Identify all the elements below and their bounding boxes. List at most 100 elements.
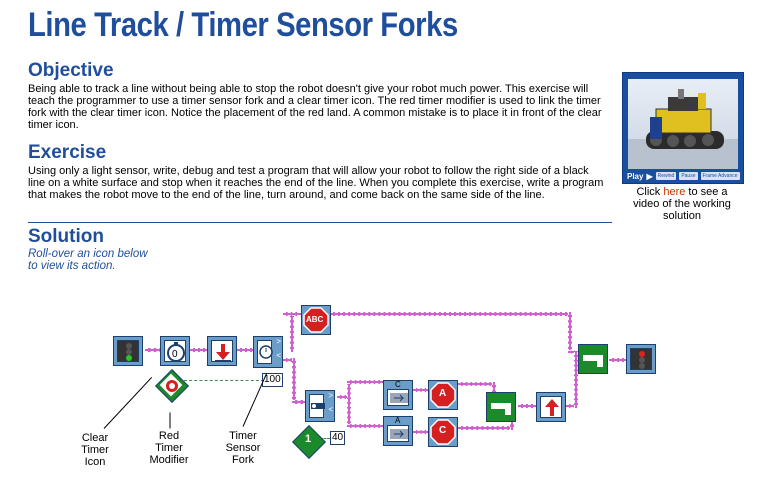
wire-segment [568, 312, 572, 352]
light-sensor-icon [309, 394, 325, 418]
svg-text:0: 0 [172, 349, 178, 360]
stop-sign-icon [303, 307, 329, 333]
page-title: Line Track / Timer Sensor Forks [28, 6, 458, 44]
motor-brick-icon [387, 425, 409, 442]
wire-segment [145, 348, 165, 352]
callout-line: Icon [84, 456, 106, 468]
callout-line: Fork [232, 454, 254, 466]
red-land-icon[interactable] [578, 344, 608, 374]
up-arrow-icon [540, 396, 562, 418]
stop-c-label: C [439, 425, 447, 436]
callout-line: Sensor [225, 442, 261, 454]
light-modifier-label: 1 [305, 433, 312, 445]
wire-segment [292, 400, 306, 404]
video-caption: Click here to see a video of the working… [622, 186, 742, 222]
rollover-hint-line1: Roll-over an icon below [28, 248, 148, 260]
modifier-link [320, 438, 330, 439]
callout-timer-fork: Timer Sensor Fork [218, 430, 268, 466]
red-alarm-icon [166, 380, 178, 392]
light-value[interactable]: 40 [330, 431, 346, 445]
wire-segment [190, 348, 208, 352]
wire-segment [609, 358, 627, 362]
callout-clear-timer: Clear Timer Icon [72, 432, 118, 468]
solution-heading: Solution [28, 226, 104, 247]
fork-less-label: < [276, 351, 281, 360]
stop-a-icon[interactable]: A [428, 380, 458, 410]
wire-segment [290, 312, 294, 352]
rewind-button[interactable]: Rewind [655, 172, 677, 180]
wire-segment [458, 426, 512, 430]
callout-leader-red-timer [169, 412, 171, 429]
exercise-text: Using only a light sensor, write, debug … [28, 165, 604, 201]
callout-line: Clear [81, 432, 109, 444]
wire-segment [237, 348, 255, 352]
fork-greater-label: > [276, 337, 281, 346]
wire-segment [518, 404, 536, 408]
wire-segment [347, 424, 383, 428]
callout-red-timer: Red Timer Modifier [143, 430, 195, 466]
merge-icon [491, 403, 511, 415]
traffic-light-start-icon [117, 340, 139, 362]
stopwatch-icon: 0 [164, 340, 186, 362]
fork-less-label: < [328, 405, 333, 414]
motor-c-label: C [395, 380, 401, 389]
light-sensor-fork[interactable]: > < [305, 390, 335, 422]
motor-a-label: A [395, 416, 401, 425]
video-controls: Play ▶ Rewind Pause Frame Advance [623, 169, 743, 183]
wire-segment [568, 350, 578, 354]
fork-greater-label: > [328, 391, 333, 400]
motor-c-icon[interactable]: C [383, 380, 413, 410]
wire-segment [413, 388, 429, 392]
timer-value[interactable]: 100 [262, 373, 283, 387]
video-thumbnail[interactable] [628, 79, 738, 169]
wait-icon[interactable] [207, 336, 237, 366]
objective-text: Being able to track a line without being… [28, 83, 602, 131]
stop-all-label: ABC [306, 315, 324, 324]
traffic-light-stop-icon [630, 348, 652, 370]
video-player[interactable]: Play ▶ Rewind Pause Frame Advance [622, 72, 744, 184]
callout-leader-clear-timer [103, 376, 153, 429]
wire-segment [413, 430, 429, 434]
wire-segment [283, 358, 295, 362]
robot-image [628, 89, 738, 169]
frame-advance-button[interactable]: Frame Advance [700, 172, 740, 180]
stop-a-label: A [439, 388, 447, 399]
rollover-hint-line2: to view its action. [28, 260, 116, 272]
callout-line: Modifier [149, 454, 189, 466]
section-divider [28, 222, 612, 223]
caption-after: to see a video of the working solution [633, 186, 731, 222]
modifier-link [184, 380, 264, 381]
callout-line: Red [158, 430, 180, 442]
wire-segment [347, 380, 383, 384]
exercise-heading: Exercise [28, 142, 107, 163]
wire-segment [330, 312, 570, 316]
jump-up-icon[interactable] [536, 392, 566, 422]
motor-brick-icon [387, 389, 409, 406]
callout-line: Timer [81, 444, 109, 456]
play-icon[interactable]: ▶ [646, 171, 653, 181]
wire-segment [492, 382, 496, 396]
wire-segment [458, 382, 494, 386]
callout-line: Timer [229, 430, 257, 442]
caption-before: Click [636, 186, 664, 198]
stop-c-icon[interactable]: C [428, 417, 458, 447]
objective-heading: Objective [28, 60, 114, 81]
video-link[interactable]: here [663, 186, 686, 198]
stop-all-icon[interactable]: ABC [301, 305, 331, 335]
wire-segment [347, 380, 351, 426]
rollover-hint: Roll-over an icon below to view its acti… [28, 248, 148, 272]
wire-segment [292, 358, 296, 402]
merge-icon [583, 355, 603, 367]
stop-sign-icon [430, 382, 456, 408]
wire-segment [574, 352, 578, 408]
fork-merge-icon[interactable] [486, 392, 516, 422]
clear-timer-icon[interactable]: 0 [160, 336, 190, 366]
play-button[interactable]: Play [627, 171, 644, 181]
timer-sensor-fork[interactable]: > < [253, 336, 283, 368]
callout-line: Timer [155, 442, 183, 454]
end-icon[interactable] [626, 344, 656, 374]
down-arrow-icon [211, 340, 233, 362]
motor-a-icon[interactable]: A [383, 416, 413, 446]
start-icon[interactable] [113, 336, 143, 366]
pause-button[interactable]: Pause [679, 172, 698, 180]
